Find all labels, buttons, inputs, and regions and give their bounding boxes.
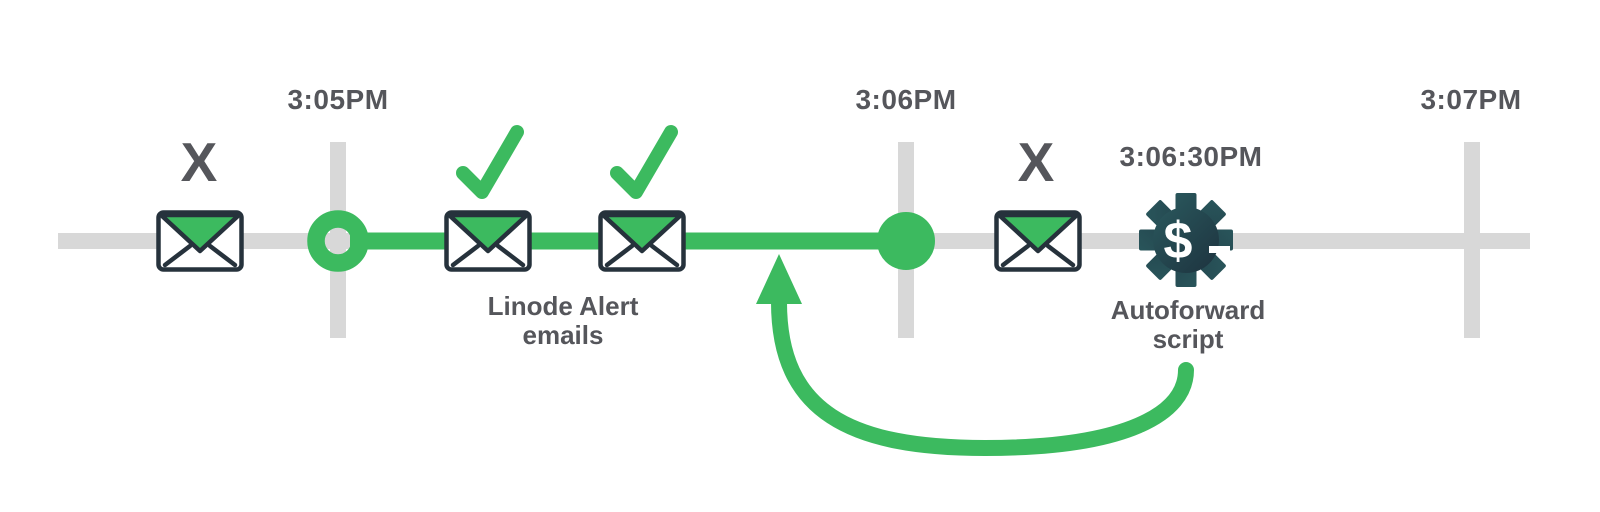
email-icon-delivered-2 [598,210,686,272]
autoforward-caption: Autoforward script [1110,295,1266,354]
dollar-glyph: $ [1164,212,1193,270]
tick-3-07pm [1464,142,1480,338]
arrowhead-up-icon [756,254,802,304]
alert-emails-caption: Linode Alert emails [487,291,639,350]
missed-email-x-marker-1: X [180,131,218,193]
checkmark-icon-2 [610,125,678,199]
underscore-glyph [1209,246,1230,253]
checkmark-icon-1 [456,125,524,199]
email-icon-missed-1 [156,210,244,272]
tick-3-05pm [330,142,346,338]
autoforward-arrow [756,254,1194,457]
segment-start-ring [307,210,369,272]
tick-label-3-07pm: 3:07PM [1420,84,1522,115]
tick-label-3-06pm: 3:06PM [855,84,957,115]
email-icon-delivered-1 [444,210,532,272]
script-gear-icon: $ [1139,193,1233,287]
email-icon-missed-2 [994,210,1082,272]
missed-email-x-marker-2: X [1017,131,1055,193]
segment-end-dot [877,212,935,270]
autoforward-time-label: 3:06:30PM [1119,141,1263,172]
tick-label-3-05pm: 3:05PM [287,84,389,115]
